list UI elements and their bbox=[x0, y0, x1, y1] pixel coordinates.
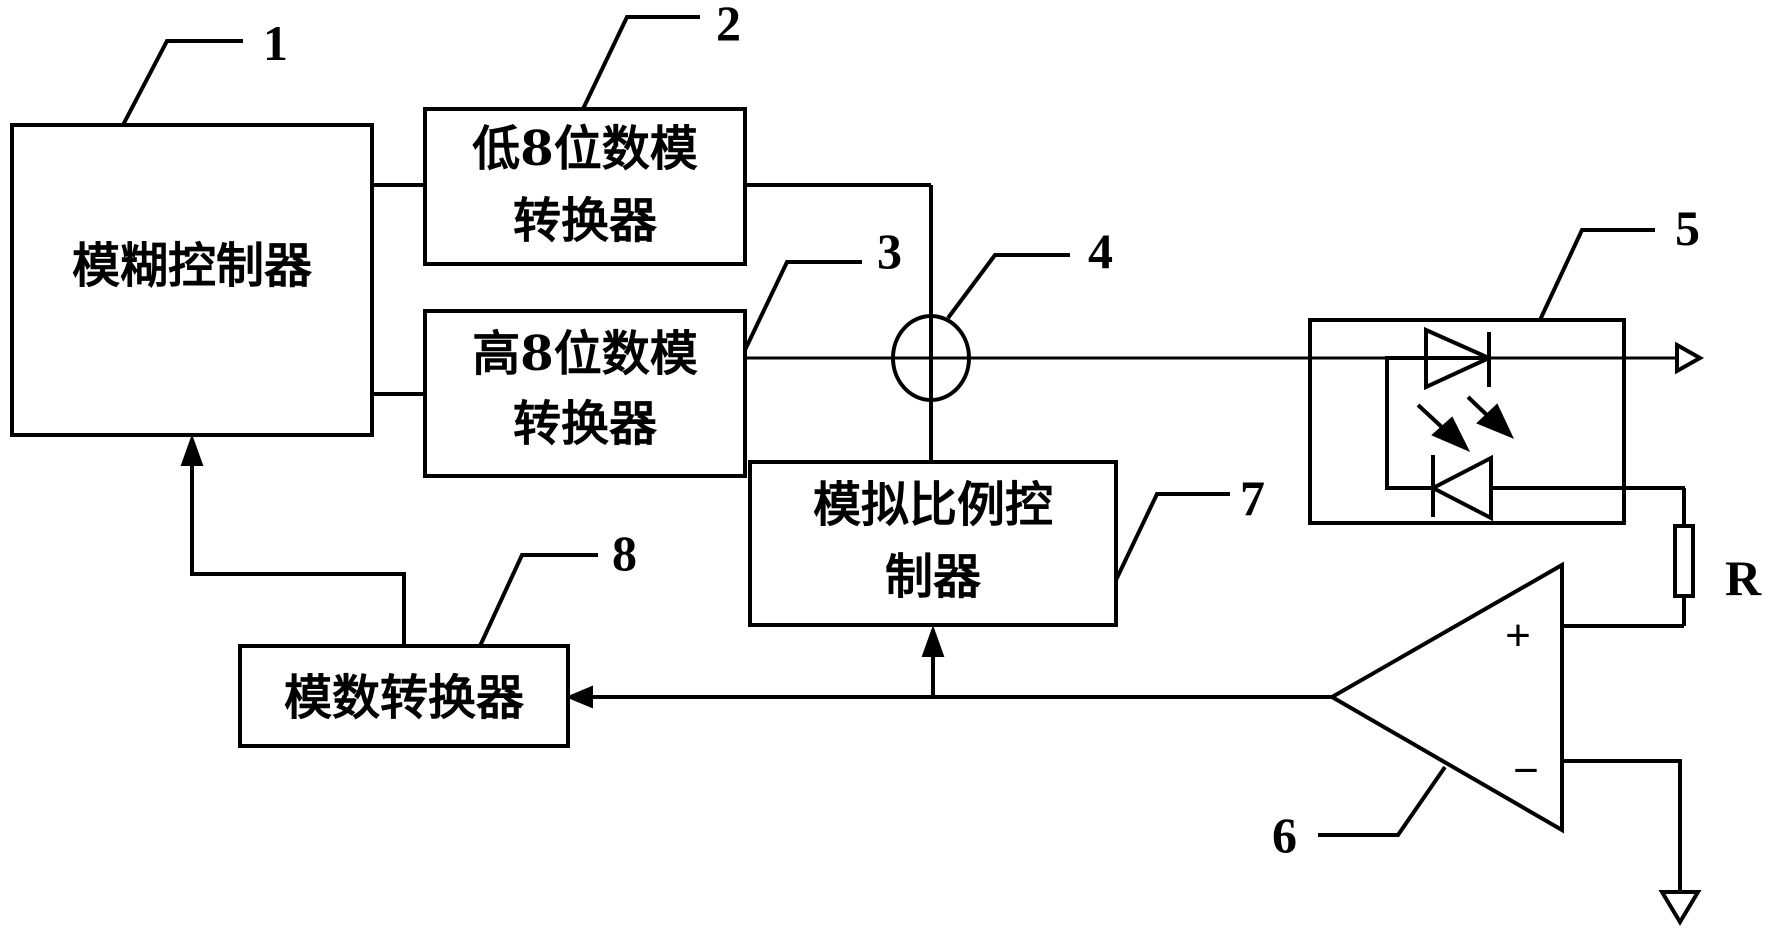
callout-7-number: 7 bbox=[1240, 470, 1265, 526]
block-high-8bit-dac: 高8位数模 转换器 bbox=[423, 309, 747, 478]
low-dac-label-line2: 转换器 bbox=[513, 193, 658, 249]
resistor-label: R bbox=[1725, 550, 1762, 606]
callout-5-number: 5 bbox=[1675, 200, 1700, 256]
block-analog-proportional-controller: 模拟比例控 制器 bbox=[748, 460, 1118, 627]
analog-controller-label-line1: 模拟比例控 bbox=[813, 477, 1053, 533]
arrow-to-analog-controller-icon bbox=[921, 625, 945, 657]
ground-icon bbox=[1658, 890, 1702, 926]
op-amp-plus-sign: + bbox=[1505, 611, 1531, 660]
summing-junction bbox=[745, 183, 1300, 462]
analog-controller-label-line2: 制器 bbox=[885, 549, 982, 605]
resistor-icon bbox=[1673, 524, 1695, 598]
block-fuzzy-controller: 模糊控制器 bbox=[10, 123, 374, 437]
block-optocoupler bbox=[1300, 318, 1705, 525]
arrow-to-fuzzy-controller-icon bbox=[180, 434, 204, 466]
callout-2-number: 2 bbox=[716, 0, 741, 51]
resistor: R bbox=[1563, 488, 1762, 628]
wire-adc-to-controller bbox=[180, 434, 406, 646]
callout-7: 7 bbox=[1114, 470, 1265, 581]
low-dac-label-line1: 低8位数模 bbox=[472, 121, 697, 177]
feedback-wires bbox=[565, 625, 1332, 709]
block-low-8bit-dac: 低8位数模 转换器 bbox=[423, 107, 747, 266]
high-dac-label-line1: 高8位数模 bbox=[472, 326, 697, 382]
callout-4-number: 4 bbox=[1088, 223, 1113, 279]
callout-3-number: 3 bbox=[877, 223, 902, 279]
wires-controller-to-dacs bbox=[372, 183, 425, 396]
callout-6: 6 bbox=[1272, 765, 1447, 863]
op-amp: + − bbox=[1327, 561, 1702, 926]
callout-3: 3 bbox=[743, 223, 902, 351]
adc-label: 模数转换器 bbox=[284, 670, 525, 726]
op-amp-triangle-icon bbox=[1327, 561, 1564, 834]
callout-1: 1 bbox=[121, 15, 288, 126]
block-adc: 模数转换器 bbox=[238, 644, 570, 748]
callout-2: 2 bbox=[581, 0, 741, 110]
callout-6-number: 6 bbox=[1272, 807, 1297, 863]
callout-4: 4 bbox=[946, 223, 1113, 320]
callout-5: 5 bbox=[1538, 200, 1700, 321]
op-amp-minus-sign: − bbox=[1513, 746, 1539, 795]
output-terminal-icon bbox=[1675, 341, 1705, 375]
fuzzy-controller-label: 模糊控制器 bbox=[72, 238, 313, 294]
callout-8-number: 8 bbox=[612, 525, 637, 581]
arrow-to-adc-icon bbox=[565, 685, 593, 709]
light-emission-arrows-icon bbox=[1416, 395, 1514, 452]
callout-8: 8 bbox=[478, 525, 637, 647]
callout-1-number: 1 bbox=[263, 15, 288, 71]
high-dac-label-line2: 转换器 bbox=[513, 396, 658, 452]
